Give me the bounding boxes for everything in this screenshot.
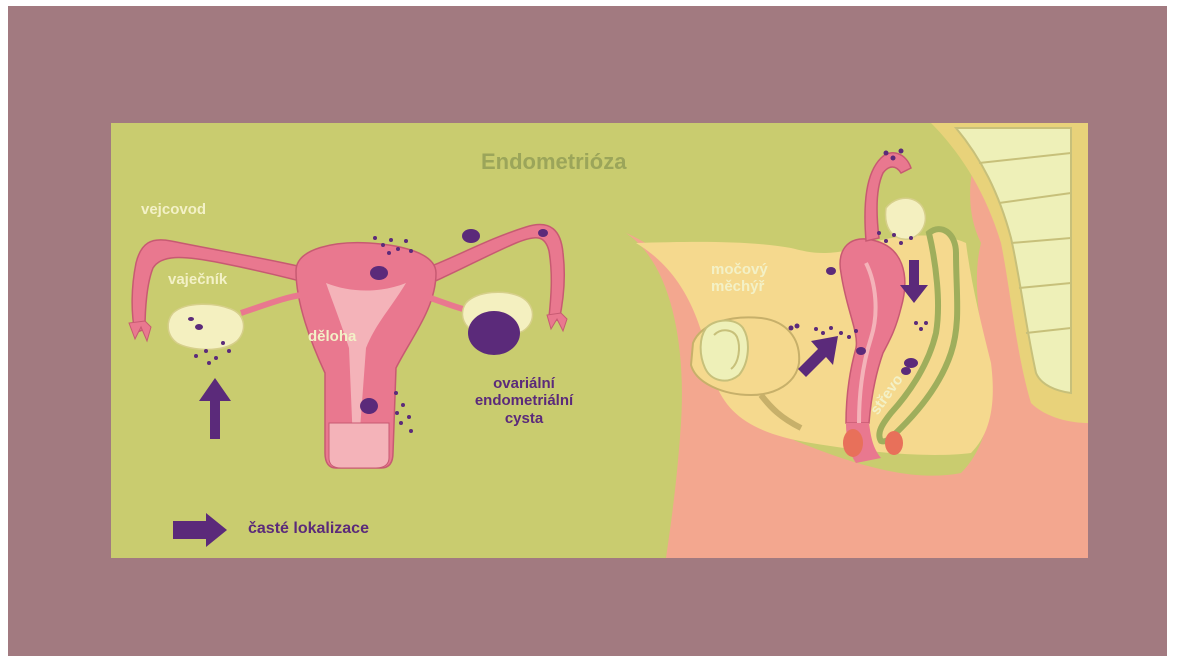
cervix bbox=[329, 423, 389, 468]
label-cyst-line2: endometriální bbox=[469, 392, 579, 409]
diagram-panel: Endometrióza vejcovod vaječník děloha ov… bbox=[111, 123, 1088, 558]
endometrial-cyst bbox=[468, 311, 520, 355]
label-mocovy-mechyr: močový měchýř bbox=[711, 261, 768, 296]
label-cyst: ovariální endometriální cysta bbox=[469, 375, 579, 427]
background-frame: Endometrióza vejcovod vaječník děloha ov… bbox=[8, 6, 1167, 656]
right-fimbriae bbox=[547, 313, 567, 331]
arrow-right-icon bbox=[173, 513, 227, 547]
label-mocovy-line1: močový bbox=[711, 261, 768, 278]
label-cyst-line1: ovariální bbox=[469, 375, 579, 392]
arrow-up-icon bbox=[199, 378, 231, 439]
label-deloha: děloha bbox=[308, 328, 356, 345]
left-ovary bbox=[168, 304, 243, 349]
ovary-sagittal bbox=[886, 198, 926, 239]
sagittal-view bbox=[626, 123, 1088, 558]
label-vajecnik: vaječník bbox=[168, 271, 227, 288]
frontal-uterus-view bbox=[129, 225, 567, 468]
label-vejcovod: vejcovod bbox=[141, 201, 206, 218]
anal-opening bbox=[885, 431, 903, 455]
legend-label: časté lokalizace bbox=[248, 520, 369, 538]
rectal-opening bbox=[843, 429, 863, 457]
endometriosis-illustration bbox=[111, 123, 1088, 558]
label-mocovy-line2: měchýř bbox=[711, 278, 768, 295]
diagram-title: Endometrióza bbox=[481, 149, 626, 175]
label-cyst-line3: cysta bbox=[469, 410, 579, 427]
